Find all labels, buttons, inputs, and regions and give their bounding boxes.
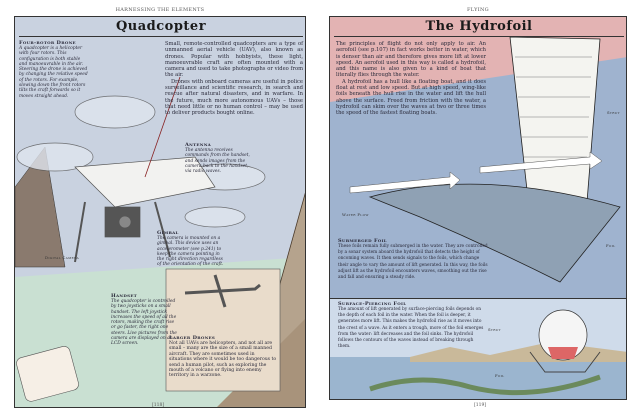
label-water-flow: Water Flow (342, 212, 369, 217)
caption-text: A quadcopter is a helicopter with four r… (19, 46, 88, 99)
hydrofoil-illustration (330, 17, 626, 399)
section-heading: Surface-Piercing Foil (338, 301, 407, 307)
section-surface-piercing-foil: Surface-Piercing Foil The amount of lift… (338, 301, 486, 350)
caption-heading: Handset (111, 293, 137, 299)
page-number-left: [118] (152, 403, 165, 408)
caption-heading: Larger Drones (169, 335, 216, 341)
caption-text: Not all UAVs are helicopters, and not al… (169, 341, 277, 379)
caption-text: The camera is mounted on a gimbal. This … (157, 236, 224, 268)
label-foil-2: Foil (495, 373, 505, 378)
right-page-hydrofoil: The Hydrofoil The principles of flight d… (329, 16, 627, 400)
intro-paragraph-1: Small, remote-controlled quadcopters are… (165, 41, 303, 79)
caption-larger-drones: Larger Drones Not all UAVs are helicopte… (169, 335, 277, 379)
label-strut-2: Strut (488, 327, 501, 332)
caption-heading: Gimbal (157, 230, 179, 236)
caption-handset: Handset The quadcopter is controlled by … (111, 293, 179, 347)
section-text: The amount of lift generated by surface-… (338, 307, 484, 350)
caption-four-rotor: Four-rotor Drone A quadcopter is a helic… (19, 40, 89, 99)
caption-antenna: Antenna The antenna receives commands fr… (185, 142, 250, 174)
right-running-head: FLYING (467, 7, 489, 13)
caption-text: The quadcopter is controlled by two joys… (111, 299, 177, 347)
intro-text: Small, remote-controlled quadcopters are… (165, 41, 303, 117)
quadcopter-illustration (15, 76, 305, 407)
section-submerged-foil: Submerged Foil These foils remain fully … (338, 238, 488, 281)
title-rule (334, 36, 624, 37)
left-running-head: HARNESSING THE ELEMENTS (115, 7, 205, 13)
label-strut: Strut (607, 110, 620, 115)
intro-paragraph-1: The principles of flight do not only app… (336, 41, 486, 79)
intro-text: The principles of flight do not only app… (336, 41, 486, 117)
caption-text: The antenna receives commands from the h… (185, 148, 250, 175)
caption-gimbal: Gimbal The camera is mounted on a gimbal… (157, 230, 227, 268)
left-page-quadcopter: Quadcopter Small, remote-controlled quad… (14, 16, 306, 408)
section-heading: Submerged Foil (338, 238, 387, 244)
label-foil: Foil (606, 243, 616, 248)
intro-paragraph-2: Drones with onboard cameras are useful i… (165, 78, 303, 117)
caption-heading: Antenna (185, 142, 212, 148)
intro-paragraph-2: A hydrofoil has a hull like a floating b… (336, 78, 486, 117)
caption-heading: Four-rotor Drone (19, 40, 76, 46)
section-text: These foils remain fully submerged in th… (338, 244, 488, 281)
page-number-right: [119] (474, 403, 487, 408)
title-rule (19, 36, 303, 37)
label-digital-camera: Digital Camera (45, 255, 79, 260)
page-title: Quadcopter (115, 19, 207, 34)
page-title: The Hydrofoil (425, 19, 533, 34)
